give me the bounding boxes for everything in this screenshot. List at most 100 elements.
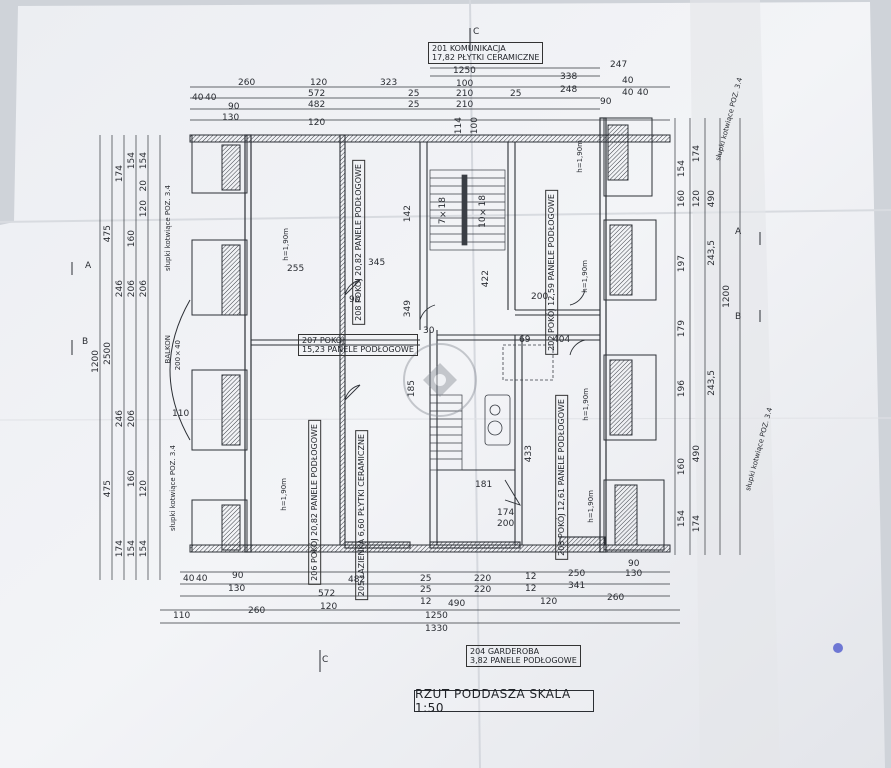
room-label-203: 203 POKÓJ 12,61 PANELE PODŁOGOWE [555,395,569,560]
dim-bottom: 130 [228,584,246,594]
dim-top-small: 120 [308,118,326,128]
room-number: 208 [354,305,363,321]
room-name: POKÓJ [547,308,556,334]
room-area: 12,61 [557,487,566,511]
room-finish: PANELE PODŁOGOWE [490,656,577,666]
dim-top-total2: 100 [456,79,474,89]
dim-interior: 174 [497,508,515,518]
dim-bottom: 130 [625,569,643,579]
dim-bottom: 482 [348,575,366,585]
room-number: 207 [302,336,318,345]
bathroom-fixtures [484,344,554,446]
dim-top: 248 [560,85,578,95]
room-name: ŁAZIENKA [357,538,366,579]
room-label-207: 207 POKÓJ 15,23 PANELE PODŁOGOWE [298,334,418,357]
dim-right: 120 [692,190,702,208]
dim-top: 323 [380,78,398,88]
room-finish: PANELE PODŁOGOWE [547,194,556,281]
dim-interior: 185 [407,380,417,398]
dim-interior: 114 [454,117,464,135]
dimension-lines-bottom [160,571,680,624]
balcony-label: BALKON [164,335,172,364]
room-finish: PŁYTKI CERAMICZNE [357,434,366,516]
dim-interior: 30 [423,326,435,336]
section-markers [71,28,761,672]
dim-right: 243,5 [707,240,717,266]
dim-top-small: 40 [637,88,649,98]
dim-right: 243,5 [707,370,717,396]
room-name: KOMUNIKACJA [449,44,506,53]
dim-left: 160 [127,230,137,248]
dim-bottom: 250 [568,569,586,579]
watermark-logo [403,343,477,417]
dim-right: 174 [692,145,702,163]
drawing-title-text: RZUT PODDASZA SKALA 1:50 [415,687,571,715]
room-number: 206 [310,565,319,581]
dim-bottom: 90 [628,559,640,569]
dim-left: 110 [172,409,190,419]
wall-top [189,134,671,143]
room-number: 201 [432,44,448,53]
dim-bottom: 220 [474,574,492,584]
drawing-title: RZUT PODDASZA SKALA 1:50 [414,687,594,715]
dim-bottom: 260 [607,593,625,603]
dim-left: 154 [139,540,149,558]
ink-spot [833,643,843,653]
dim-bottom: 120 [540,597,558,607]
dim-interior: 433 [524,445,534,463]
dim-bottom: 40 [183,574,195,584]
height-note: h=1,90m [582,388,590,421]
dim-bottom: 90 [232,571,244,581]
room-area: 20,82 [354,252,363,276]
room-label-204: 204 GARDEROBA 3,82 PANELE PODŁOGOWE [466,645,581,668]
room-name: POKÓJ [319,336,345,345]
height-note: h=1,90m [280,478,288,511]
room-label-201: 201 KOMUNIKACJA 17,82 PŁYTKI CERAMICZNE [428,42,544,65]
dormers-right [603,117,665,551]
dim-left: 206 [139,280,149,298]
dim-bottom: 25 [420,574,432,584]
room-name: POKÓJ [310,538,319,564]
height-note: h=1,90m [576,140,584,173]
dim-bottom: 12 [525,584,537,594]
section-a-right: A [735,227,742,237]
room-name: POKÓJ [557,513,566,539]
dim-left: 154 [127,540,137,558]
dim-left: 160 [127,470,137,488]
room-area: 12,59 [547,282,556,306]
dim-interior: 181 [475,480,493,490]
dim-top: 25 [510,89,522,99]
posts-note-bottom-left: słupki kotwiące POZ. 3.4 [169,445,177,532]
dim-top: 210 [456,89,474,99]
dim-left: 154 [139,152,149,170]
dim-top-small: 130 [222,113,240,123]
dim-left: 475 [103,480,113,498]
dim-right: 154 [677,160,687,178]
room-label-202: 202 POKÓJ 12,59 PANELE PODŁOGOWE [545,190,559,355]
dim-right: 490 [707,190,717,208]
room-area: 6,60 [357,518,366,537]
dim-left: 206 [127,280,137,298]
height-note: h=1,90m [282,228,290,261]
dim-top-small: 40 [622,76,634,86]
wall-left [244,134,252,553]
dim-right: 196 [677,380,687,398]
dormers-left [191,134,248,553]
room-number: 203 [557,540,566,556]
interior-walls [251,134,606,549]
dim-top: 120 [310,78,328,88]
dim-top: 210 [456,100,474,110]
dim-top: 25 [408,100,420,110]
dim-top-small: 40 [622,88,634,98]
room-area: 15,23 [302,345,325,355]
dim-top-small: 40 [205,93,217,103]
dim-right: 160 [677,190,687,208]
dim-interior: 255 [287,264,305,274]
dim-bottom: 110 [173,611,191,621]
dim-top: 247 [610,60,628,70]
dim-bottom: 12 [420,597,432,607]
balcony-outline [169,299,191,441]
room-finish: PŁYTKI CERAMICZNE [457,53,540,63]
height-note: h=1,90m [581,260,589,293]
section-c-bottom: C [322,655,329,665]
